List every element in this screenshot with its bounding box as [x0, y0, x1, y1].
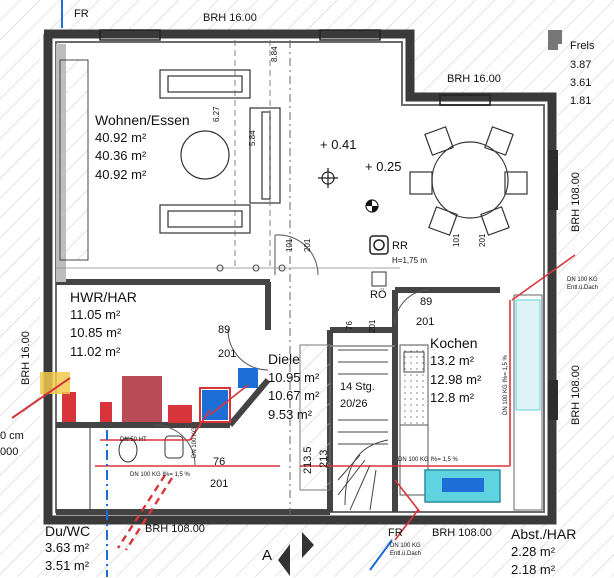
brh-bottom-right: BRH 108.00	[432, 527, 492, 539]
stairs-steps: 14 Stg.	[340, 381, 375, 393]
door-wc-76: 76	[213, 456, 226, 468]
room-name-diele: Diele	[268, 351, 300, 367]
dining-table	[409, 126, 528, 236]
staircase	[337, 349, 389, 511]
door-dim-101-left: 101	[285, 238, 294, 252]
hwr-area-2: 10.85 m²	[70, 325, 122, 340]
brh-left-label: BRH 16.00	[20, 331, 32, 385]
stairs-dim-201: 201	[368, 319, 377, 333]
hwr-area-3: 11.02 m²	[70, 344, 121, 359]
brh-right-side-1: BRH 108.00	[570, 172, 582, 232]
top-brh-label: BRH 16.00	[203, 12, 257, 24]
frels-value-1: 3.87	[570, 59, 592, 71]
dn-right-2: Entl.ü.Dach	[567, 285, 599, 291]
brh-bottom-left: BRH 108.00	[145, 523, 205, 535]
door-wc-201: 201	[210, 478, 229, 490]
rr-label: RR	[392, 240, 408, 252]
kochen-area-2: 12.98 m²	[430, 372, 482, 387]
house-interior	[40, 30, 558, 520]
kitchen-counter-cyan	[515, 299, 541, 411]
door-kochen-201: 201	[416, 316, 435, 328]
dim-213-5: 213.5	[302, 446, 314, 474]
diele-area-2: 10.67 m²	[268, 388, 320, 403]
outer-walls	[43, 29, 557, 525]
dn-wc-2: DN 100 KG	[192, 427, 198, 458]
dn-wc-3: DN 100 KG I%= 1,5 %	[130, 472, 190, 478]
door-dim-201-right: 201	[478, 233, 487, 247]
bottom-fr-line-2: Entl.ü.Dach	[390, 551, 422, 557]
room-name-abst: Abst./HAR	[511, 526, 577, 542]
bottom-fr-label: FR	[388, 527, 403, 539]
du-wc-area-2: 3.51 m²	[45, 558, 90, 573]
frels-label: Frels	[570, 40, 595, 52]
kochen-area-3: 12.8 m²	[430, 390, 475, 405]
door-hwr-201: 201	[218, 348, 237, 360]
frels-value-3: 1.81	[570, 95, 592, 107]
kochen-area-1: 13.2 m²	[430, 353, 475, 368]
wohnen-area-1: 40.92 m²	[95, 130, 147, 145]
stairs-dim-76: 76	[345, 321, 354, 330]
dn-kochen-vertical: DN 100 KG I%= 1,5 %	[503, 355, 509, 415]
door-kochen-89: 89	[420, 296, 433, 308]
room-name-du-wc: Du/WC	[45, 523, 91, 539]
diele-area-3: 9.53 m²	[268, 407, 313, 422]
brh-right-side-2: BRH 108.00	[570, 365, 582, 425]
dn-kochen-horizontal: DN 100 KG I%= 1,5 %	[398, 457, 458, 463]
wohnen-area-3: 40.92 m²	[95, 167, 147, 182]
stairs-ratio: 20/26	[340, 398, 368, 410]
utility-equipment	[62, 368, 258, 423]
left-edge-2: 000	[0, 446, 19, 458]
room-name-wohnen: Wohnen/Essen	[95, 112, 190, 128]
red-pipes	[95, 254, 576, 541]
level-1: + 0.41	[320, 137, 357, 152]
dn-right-1: DN 100 KG	[567, 277, 598, 283]
dn-wc-1: DN 50 HT	[120, 437, 147, 443]
door-dim-101-right: 101	[452, 233, 461, 247]
ro-label: RÖ	[370, 289, 387, 301]
du-wc-area-1: 3.63 m²	[45, 540, 90, 555]
rr-height-label: H=1,75 m	[392, 256, 427, 265]
top-dim-label: 8.84	[270, 46, 279, 62]
hwr-area-1: 11.05 m²	[70, 307, 121, 322]
door-hwr-89: 89	[218, 324, 231, 336]
dim-213: 213	[318, 449, 330, 468]
wohnen-area-2: 40.36 m²	[95, 148, 147, 163]
wohnen-dim-1: 6.27	[212, 106, 221, 122]
abst-area-2: 2.18 m²	[511, 562, 556, 577]
abst-area-1: 2.28 m²	[511, 544, 556, 559]
room-name-hwr: HWR/HAR	[70, 289, 137, 305]
diele-area-1: 10.95 m²	[268, 370, 320, 385]
door-dim-201-left: 201	[303, 238, 312, 252]
top-fr-label: FR	[74, 8, 89, 20]
frels-value-2: 3.61	[570, 77, 592, 89]
level-2: + 0.25	[365, 159, 402, 174]
wohnen-dim-2: 5.84	[248, 130, 257, 146]
bottom-fr-line-1: DN 100 KG	[390, 543, 421, 549]
room-name-kochen: Kochen	[430, 335, 478, 351]
living-furniture	[159, 69, 281, 234]
chimney-rr	[369, 235, 389, 255]
left-edge-1: 0 cm	[0, 430, 24, 442]
brh-right-top-label: BRH 16.00	[447, 73, 501, 85]
section-marker-a: A	[262, 547, 273, 564]
